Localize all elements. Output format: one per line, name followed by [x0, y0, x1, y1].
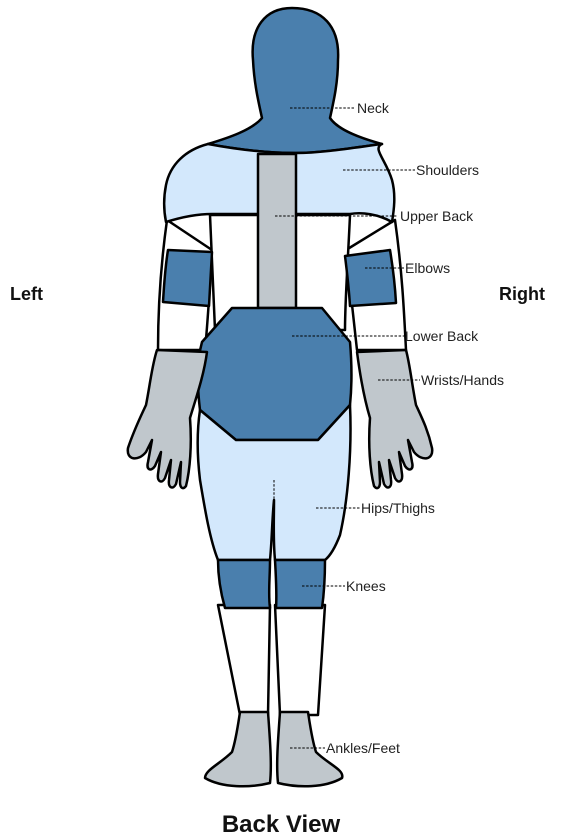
label-upper-back: Upper Back — [400, 208, 474, 224]
side-label-left: Left — [10, 284, 43, 304]
diagram-title: Back View — [222, 811, 341, 838]
lower-back-region[interactable] — [198, 308, 352, 440]
label-wrists-hands: Wrists/Hands — [421, 372, 504, 388]
hand-left-region[interactable] — [128, 350, 207, 488]
foot-left-region[interactable] — [205, 712, 271, 786]
label-ankles-feet: Ankles/Feet — [326, 740, 400, 756]
label-lower-back: Lower Back — [405, 328, 479, 344]
upper-back-region[interactable] — [258, 154, 296, 308]
neck-region[interactable] — [208, 8, 382, 153]
label-elbows: Elbows — [405, 260, 450, 276]
knee-right-region[interactable] — [275, 560, 325, 608]
elbow-left-region[interactable] — [163, 250, 212, 306]
knee-left-region[interactable] — [218, 560, 270, 608]
elbow-right-region[interactable] — [345, 250, 396, 306]
label-shoulders: Shoulders — [416, 162, 479, 178]
label-knees: Knees — [346, 578, 386, 594]
label-neck: Neck — [357, 100, 390, 116]
side-label-right: Right — [499, 284, 545, 304]
label-hips-thighs: Hips/Thighs — [361, 500, 435, 516]
hand-right-region[interactable] — [357, 350, 432, 488]
